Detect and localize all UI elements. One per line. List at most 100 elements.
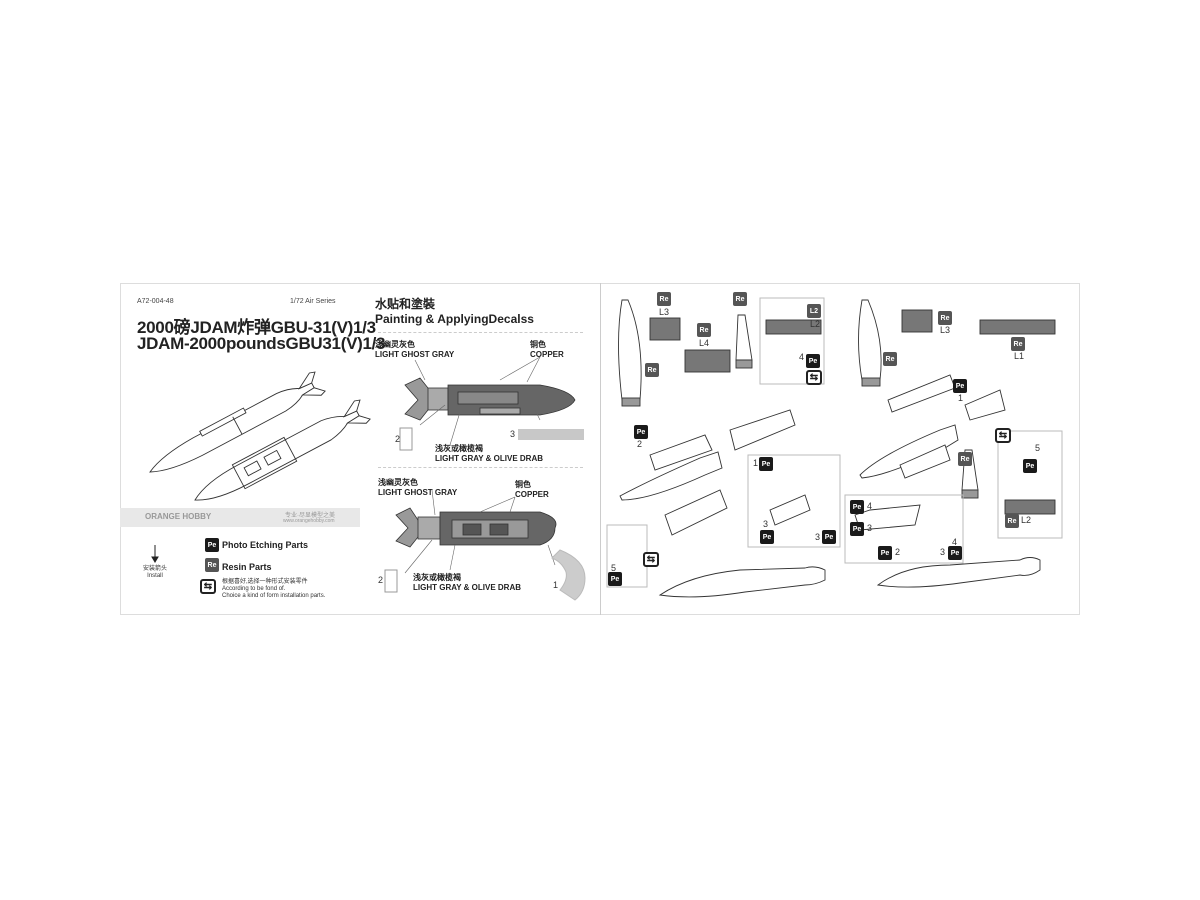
- section-divider: [378, 467, 583, 468]
- part-label: L3: [940, 325, 951, 335]
- part-label: L4: [699, 338, 710, 348]
- re-badge-icon: Re: [958, 452, 972, 466]
- part-label: L2: [1021, 515, 1032, 525]
- part-label: 3: [940, 547, 946, 557]
- part-label: 5: [1035, 443, 1041, 453]
- part-label: L1: [1014, 351, 1025, 361]
- pe-badge-icon: Pe: [850, 500, 864, 514]
- swap-choice-icon: ⇆: [200, 579, 216, 594]
- re-badge-icon: L2: [807, 304, 821, 318]
- cover-bomb-2: [194, 399, 371, 501]
- page-fold-divider: [600, 283, 601, 615]
- part-label: L3: [659, 307, 670, 317]
- install-arrow-icon: [151, 545, 159, 563]
- v2-copper-en: COPPER: [515, 490, 549, 499]
- decal-3-strip: [518, 429, 584, 440]
- re-legend-label: Resin Parts: [222, 562, 272, 572]
- callout-lines: [404, 356, 556, 574]
- v1-drab-cn: 浅灰或橄榄褐: [435, 444, 483, 453]
- v2-decal-a: 2: [378, 575, 384, 585]
- title-cn: 2000磅JDAM炸弹GBU-31(V)1/3: [137, 318, 376, 337]
- re-badge-icon: Re: [938, 311, 952, 325]
- v2-copper-cn: 铜色: [515, 480, 531, 489]
- cover-bomb-1: [149, 371, 326, 473]
- pe-badge-icon: Pe: [760, 530, 774, 544]
- nose-fairing-part: [618, 299, 642, 401]
- swap-choice-icon: ⇆: [995, 428, 1011, 443]
- v2-drab-cn: 浅灰或橄榄褐: [413, 573, 461, 582]
- re-badge-icon: Re: [733, 292, 747, 306]
- painting-title-cn: 水贴和塗裝: [375, 297, 436, 311]
- pe-badge-icon: Pe: [948, 546, 962, 560]
- choice-en-2: Choice a kind of form installation parts…: [222, 593, 326, 599]
- final-bomb-right: [876, 557, 1041, 588]
- painting-title-en: Painting & ApplyingDecalss: [375, 312, 534, 326]
- swap-choice-icon: ⇆: [643, 552, 659, 567]
- choice-en-1: According to be fond of.: [222, 586, 286, 592]
- pe-badge-icon: Pe: [953, 379, 967, 393]
- detail-boxes: [606, 297, 1063, 588]
- brand-bar: ORANGE HOBBY 专业·尽显模型之美 www.orangehobby.c…: [120, 508, 360, 527]
- v1-copper-en: COPPER: [530, 350, 564, 359]
- decal-sheet-icons: [384, 427, 413, 593]
- section-divider: [378, 332, 583, 333]
- title-en: JDAM-2000poundsGBU31(V)1/3: [137, 334, 386, 353]
- assembly-right-drawing: [854, 299, 1056, 588]
- part-label: L2: [810, 319, 821, 329]
- v1-ghost-cn: 浅幽灵灰色: [375, 340, 415, 349]
- v1-copper-cn: 铜色: [530, 340, 546, 349]
- part-label: 3: [867, 523, 873, 533]
- re-badge-icon: Re: [1005, 514, 1019, 528]
- part-label: 3: [815, 532, 821, 542]
- v1-ghost-en: LIGHT GHOST GRAY: [375, 350, 455, 359]
- install-en: Install: [147, 573, 163, 579]
- pe-badge-icon: Pe: [634, 425, 648, 439]
- part-label: 5: [611, 563, 617, 573]
- painted-bomb-1: [404, 377, 576, 421]
- pe-badge-icon: Pe: [806, 354, 820, 368]
- re-badge-icon: Re: [657, 292, 671, 306]
- pe-badge-icon: Pe: [850, 522, 864, 536]
- product-code: A72-004-48: [137, 298, 174, 305]
- pe-badge-icon: Pe: [608, 572, 622, 586]
- painted-bomb-2: [395, 507, 557, 548]
- part-label: 4: [799, 352, 805, 362]
- v2-decal-b: 1: [553, 580, 559, 590]
- v2-drab-en: LIGHT GRAY & OLIVE DRAB: [413, 583, 522, 592]
- pe-badge-icon: Pe: [205, 538, 219, 552]
- pe-badge-icon: Pe: [1023, 459, 1037, 473]
- part-label: 2: [637, 439, 643, 449]
- swap-choice-icon: ⇆: [806, 370, 822, 385]
- re-badge-icon: Re: [697, 323, 711, 337]
- brand-website: www.orangehobby.com: [283, 518, 335, 524]
- v1-drab-en: LIGHT GRAY & OLIVE DRAB: [435, 454, 544, 463]
- re-badge-icon: Re: [645, 363, 659, 377]
- part-label: 3: [763, 519, 769, 529]
- part-label: 4: [867, 501, 873, 511]
- pe-badge-icon: Pe: [822, 530, 836, 544]
- part-label: 1: [753, 458, 759, 468]
- v1-decal-a: 2: [395, 434, 401, 444]
- re-badge-icon: Re: [205, 558, 219, 572]
- install-cn: 安装箭头: [142, 566, 167, 572]
- final-bomb-left: [658, 566, 826, 598]
- brand-tagline: 专业·尽显模型之美: [285, 513, 335, 519]
- pe-legend-label: Photo Etching Parts: [222, 540, 309, 550]
- pe-badge-icon: Pe: [878, 546, 892, 560]
- part-label: 2: [895, 547, 901, 557]
- series-label: 1/72 Air Series: [290, 298, 336, 305]
- v2-ghost-cn: 浅幽灵灰色: [378, 478, 418, 487]
- assembly-left-drawing: [618, 299, 826, 598]
- part-label: 4: [952, 537, 958, 547]
- v1-decal-b: 3: [510, 429, 516, 439]
- re-badge-icon: Re: [883, 352, 897, 366]
- brand-logo: ORANGE HOBBY: [145, 512, 212, 521]
